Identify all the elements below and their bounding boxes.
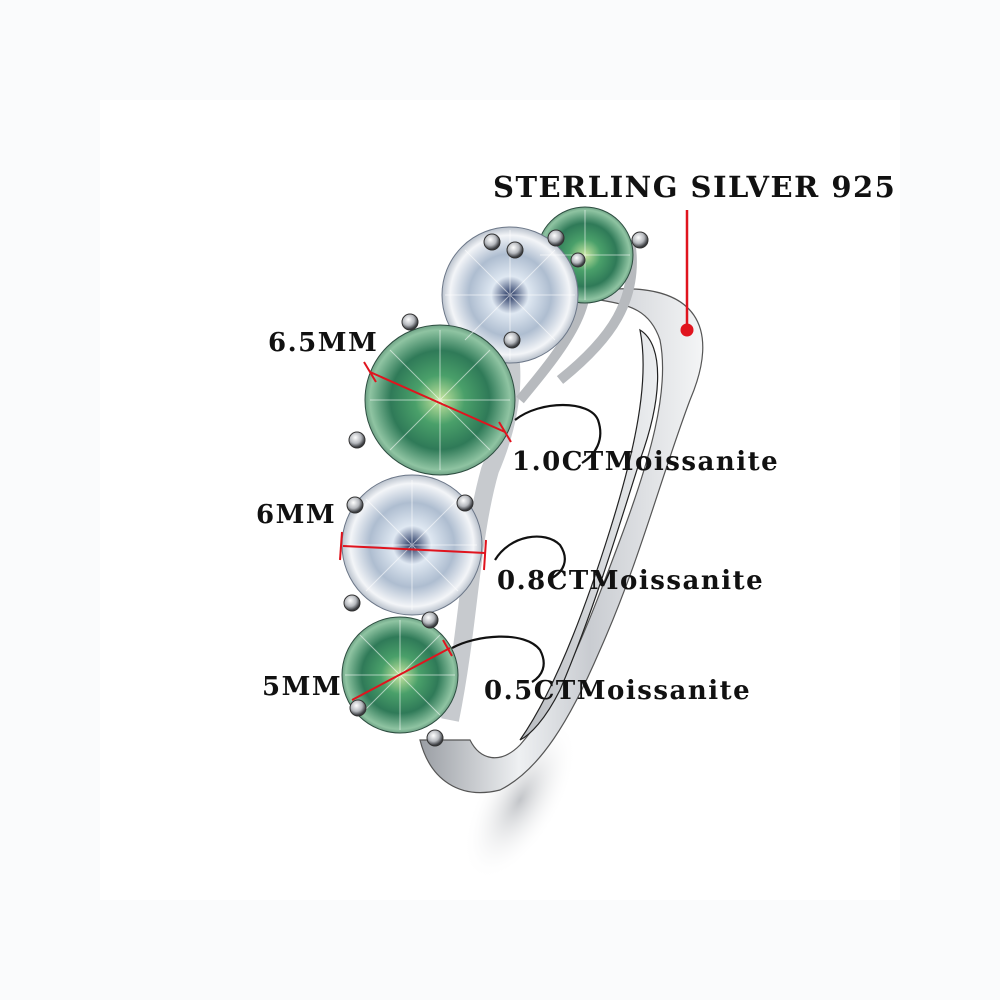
prongs — [343, 229, 649, 747]
stone-carat-label-large: 1.0CTMoissanite — [512, 447, 780, 477]
stone-size-label-large: 6.5MM — [268, 328, 379, 358]
ring-band — [419, 288, 704, 794]
stone-carat-label-small: 0.5CTMoissanite — [484, 676, 752, 706]
material-label: STERLING SILVER 925 — [493, 170, 897, 204]
stone-size-label-medium: 6MM — [256, 500, 337, 530]
ring-shadow — [463, 719, 577, 881]
material-indicator-dot — [680, 323, 694, 337]
ring-band-inner — [519, 328, 659, 741]
callout-curves — [451, 404, 602, 683]
stone-carat-label-medium: 0.8CTMoissanite — [497, 566, 765, 596]
stone-size-label-small: 5MM — [262, 672, 343, 702]
measurement-lines — [339, 361, 512, 701]
